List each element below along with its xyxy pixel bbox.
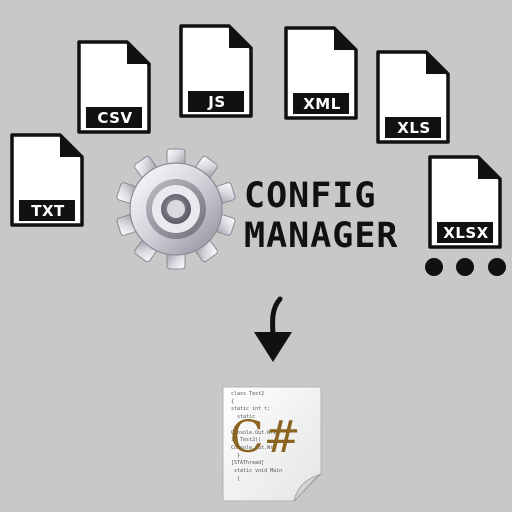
file-type-label: XML — [303, 95, 341, 113]
title-line-config: CONFIG — [244, 176, 377, 216]
file-shape — [77, 40, 151, 134]
code-line: static void Main — [231, 468, 283, 475]
code-line: Console.Out.Wri — [231, 444, 277, 451]
title-line-manager: MANAGER — [244, 216, 399, 256]
code-line: { — [231, 421, 241, 428]
gear-icon — [110, 146, 240, 272]
xlsx-file-icon: XLSX — [428, 155, 502, 249]
csharp-file-icon: class Test2{static int t; static {Consol… — [222, 386, 322, 502]
txt-file-icon: TXT — [10, 133, 84, 227]
code-line: class Test2 — [231, 391, 265, 397]
code-line: static int t; — [231, 406, 271, 413]
file-type-label: TXT — [31, 202, 65, 220]
file-shape — [10, 133, 84, 227]
csv-file-icon: CSV — [77, 40, 151, 134]
file-shape — [179, 24, 253, 118]
more-formats-icon — [425, 258, 507, 278]
code-line: { — [231, 475, 241, 482]
file-type-label: JS — [208, 93, 226, 111]
file-type-label: XLS — [397, 119, 431, 137]
page-shape — [222, 386, 322, 502]
js-file-icon: JS — [179, 24, 253, 118]
file-type-label: XLSX — [443, 224, 489, 242]
ellipsis-dot — [456, 258, 474, 276]
file-type-label: CSV — [97, 109, 133, 127]
code-line: Console.Out.Writ — [231, 429, 280, 436]
ellipsis-dot — [425, 258, 443, 276]
xml-file-icon: XML — [284, 26, 358, 120]
ellipsis-dot — [488, 258, 506, 276]
code-line: [STAThread] — [231, 460, 265, 467]
code-line: { — [231, 398, 235, 405]
xls-file-icon: XLS — [376, 50, 450, 144]
csharp-logo: C# — [230, 412, 301, 463]
code-line: } — [231, 452, 241, 459]
code-line: static — [231, 414, 256, 421]
file-shape — [284, 26, 358, 120]
code-snippet: class Test2{static int t; static {Consol… — [231, 391, 313, 483]
code-line: ic Test2() — [231, 437, 262, 444]
gear-shape — [116, 148, 236, 270]
app-title: CONFIG MANAGER — [244, 176, 424, 256]
arrow-down-icon — [254, 296, 292, 362]
file-shape — [376, 50, 450, 144]
file-shape — [428, 155, 502, 249]
